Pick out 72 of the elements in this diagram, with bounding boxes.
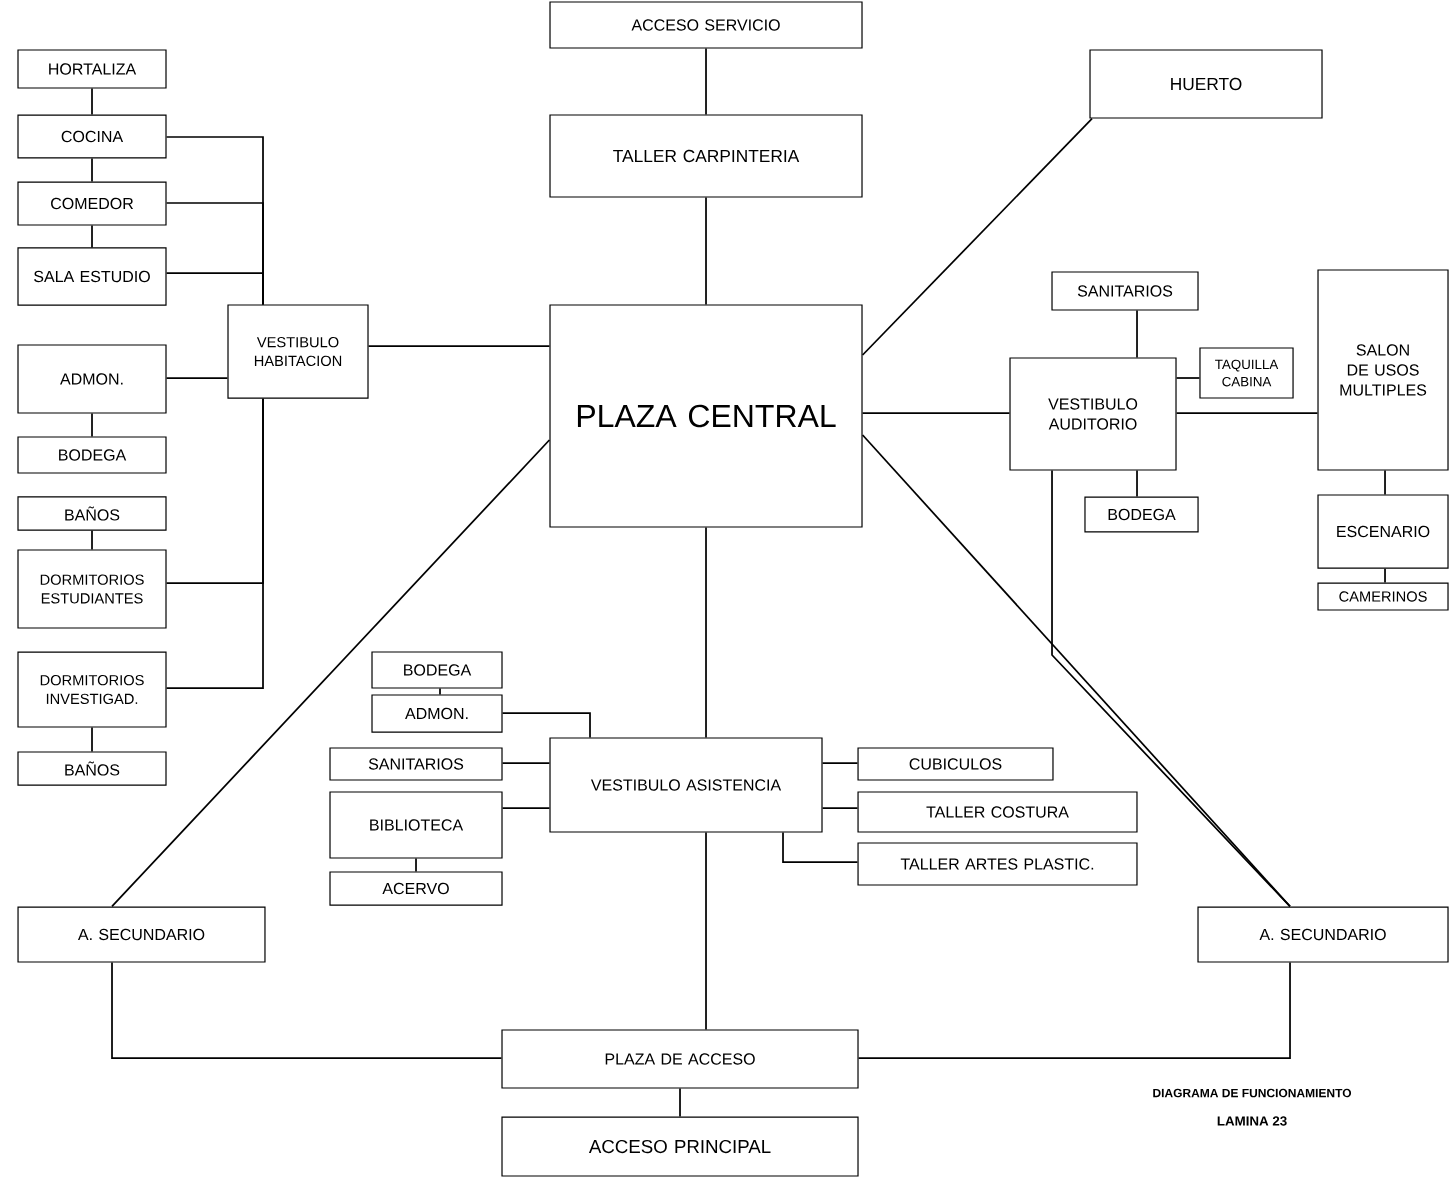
room-box: PLAZA CENTRAL [549, 304, 863, 528]
connector-line [1384, 567, 1386, 584]
connector-line [501, 712, 591, 739]
connector-line [165, 377, 229, 379]
room-box: BODEGA [17, 436, 167, 474]
sheet-title: DIAGRAMA DE FUNCIONAMIENTO [1153, 1088, 1352, 1098]
room-box: DORMITORIOS ESTUDIANTES [17, 549, 167, 629]
connector-line [782, 831, 859, 863]
room-box: A. SECUNDARIO [1197, 906, 1449, 963]
room-box: VESTIBULO ASISTENCIA [549, 737, 823, 833]
room-box: TALLER COSTURA [857, 791, 1138, 833]
room-box: CAMERINOS [1317, 582, 1449, 611]
room-box: BODEGA [371, 651, 503, 689]
room-box: ADMON. [371, 694, 503, 733]
connector-line [821, 762, 859, 764]
connector-line [501, 807, 551, 809]
connector-line [91, 157, 93, 183]
connector-line [111, 961, 503, 1059]
connector-line [501, 762, 551, 764]
connector-line [705, 47, 707, 116]
room-box: SALA ESTUDIO [17, 247, 167, 306]
room-box: ADMON. [17, 344, 167, 414]
room-box: SANITARIOS [329, 747, 503, 781]
connector-line [1175, 412, 1319, 414]
connector-line [1384, 469, 1386, 496]
room-box: PLAZA DE ACCESO [501, 1029, 859, 1089]
connector-line [861, 117, 1093, 356]
connector-line [111, 439, 551, 908]
connector-line [91, 726, 93, 753]
room-box: ACCESO PRINCIPAL [501, 1116, 859, 1177]
connector-line [91, 87, 93, 116]
connector-line [861, 412, 1011, 414]
connector-line [439, 687, 441, 696]
connector-line [1051, 469, 1291, 908]
connector-line [1136, 469, 1138, 498]
room-box: BAÑOS [17, 496, 167, 531]
room-box: BIBLIOTECA [329, 791, 503, 859]
room-box: SALON DE USOS MULTIPLES [1317, 269, 1449, 471]
connector-line [1175, 377, 1201, 379]
room-box: COMEDOR [17, 181, 167, 226]
room-box: ACCESO SERVICIO [549, 1, 863, 49]
room-box: SANITARIOS [1051, 271, 1199, 311]
room-box: BODEGA [1084, 496, 1199, 533]
room-box: VESTIBULO AUDITORIO [1009, 357, 1177, 471]
room-box: COCINA [17, 114, 167, 159]
connector-line [165, 397, 264, 689]
room-box: A. SECUNDARIO [17, 906, 266, 963]
room-box: HORTALIZA [17, 49, 167, 89]
connector-line [705, 196, 707, 306]
connector-line [679, 1087, 681, 1118]
connector-line [91, 412, 93, 438]
room-box: TALLER ARTES PLASTIC. [857, 842, 1138, 886]
room-box: HUERTO [1089, 49, 1323, 119]
connector-line [705, 526, 707, 739]
connector-line [705, 831, 707, 1031]
room-box: DORMITORIOS INVESTIGAD. [17, 651, 167, 728]
room-box: TALLER CARPINTERIA [549, 114, 863, 198]
connector-line [821, 807, 859, 809]
connector-line [367, 345, 551, 347]
room-box: TAQUILLA CABINA [1199, 347, 1294, 399]
connector-line [1136, 309, 1138, 359]
connector-line [415, 857, 417, 873]
room-box: VESTIBULO HABITACION [227, 304, 369, 399]
room-box: ACERVO [329, 871, 503, 906]
connector-line [91, 529, 93, 551]
connector-line [165, 272, 264, 306]
room-box: ESCENARIO [1317, 494, 1449, 569]
connector-line [91, 224, 93, 249]
room-box: CUBICULOS [857, 747, 1054, 781]
connector-line [857, 961, 1291, 1059]
room-box: BAÑOS [17, 751, 167, 786]
sheet-title: LAMINA 23 [1217, 1116, 1287, 1126]
